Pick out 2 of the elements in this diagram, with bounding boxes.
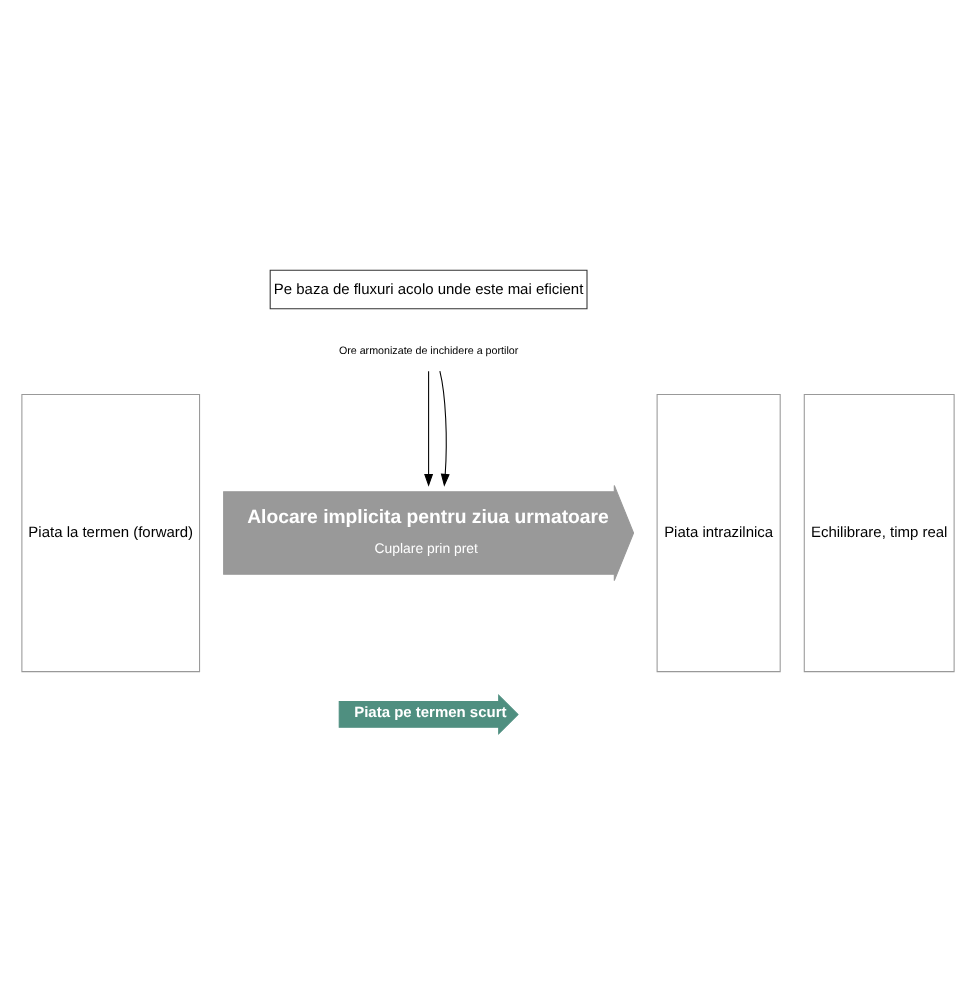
arrow (424, 370, 434, 487)
arrow (439, 370, 450, 487)
